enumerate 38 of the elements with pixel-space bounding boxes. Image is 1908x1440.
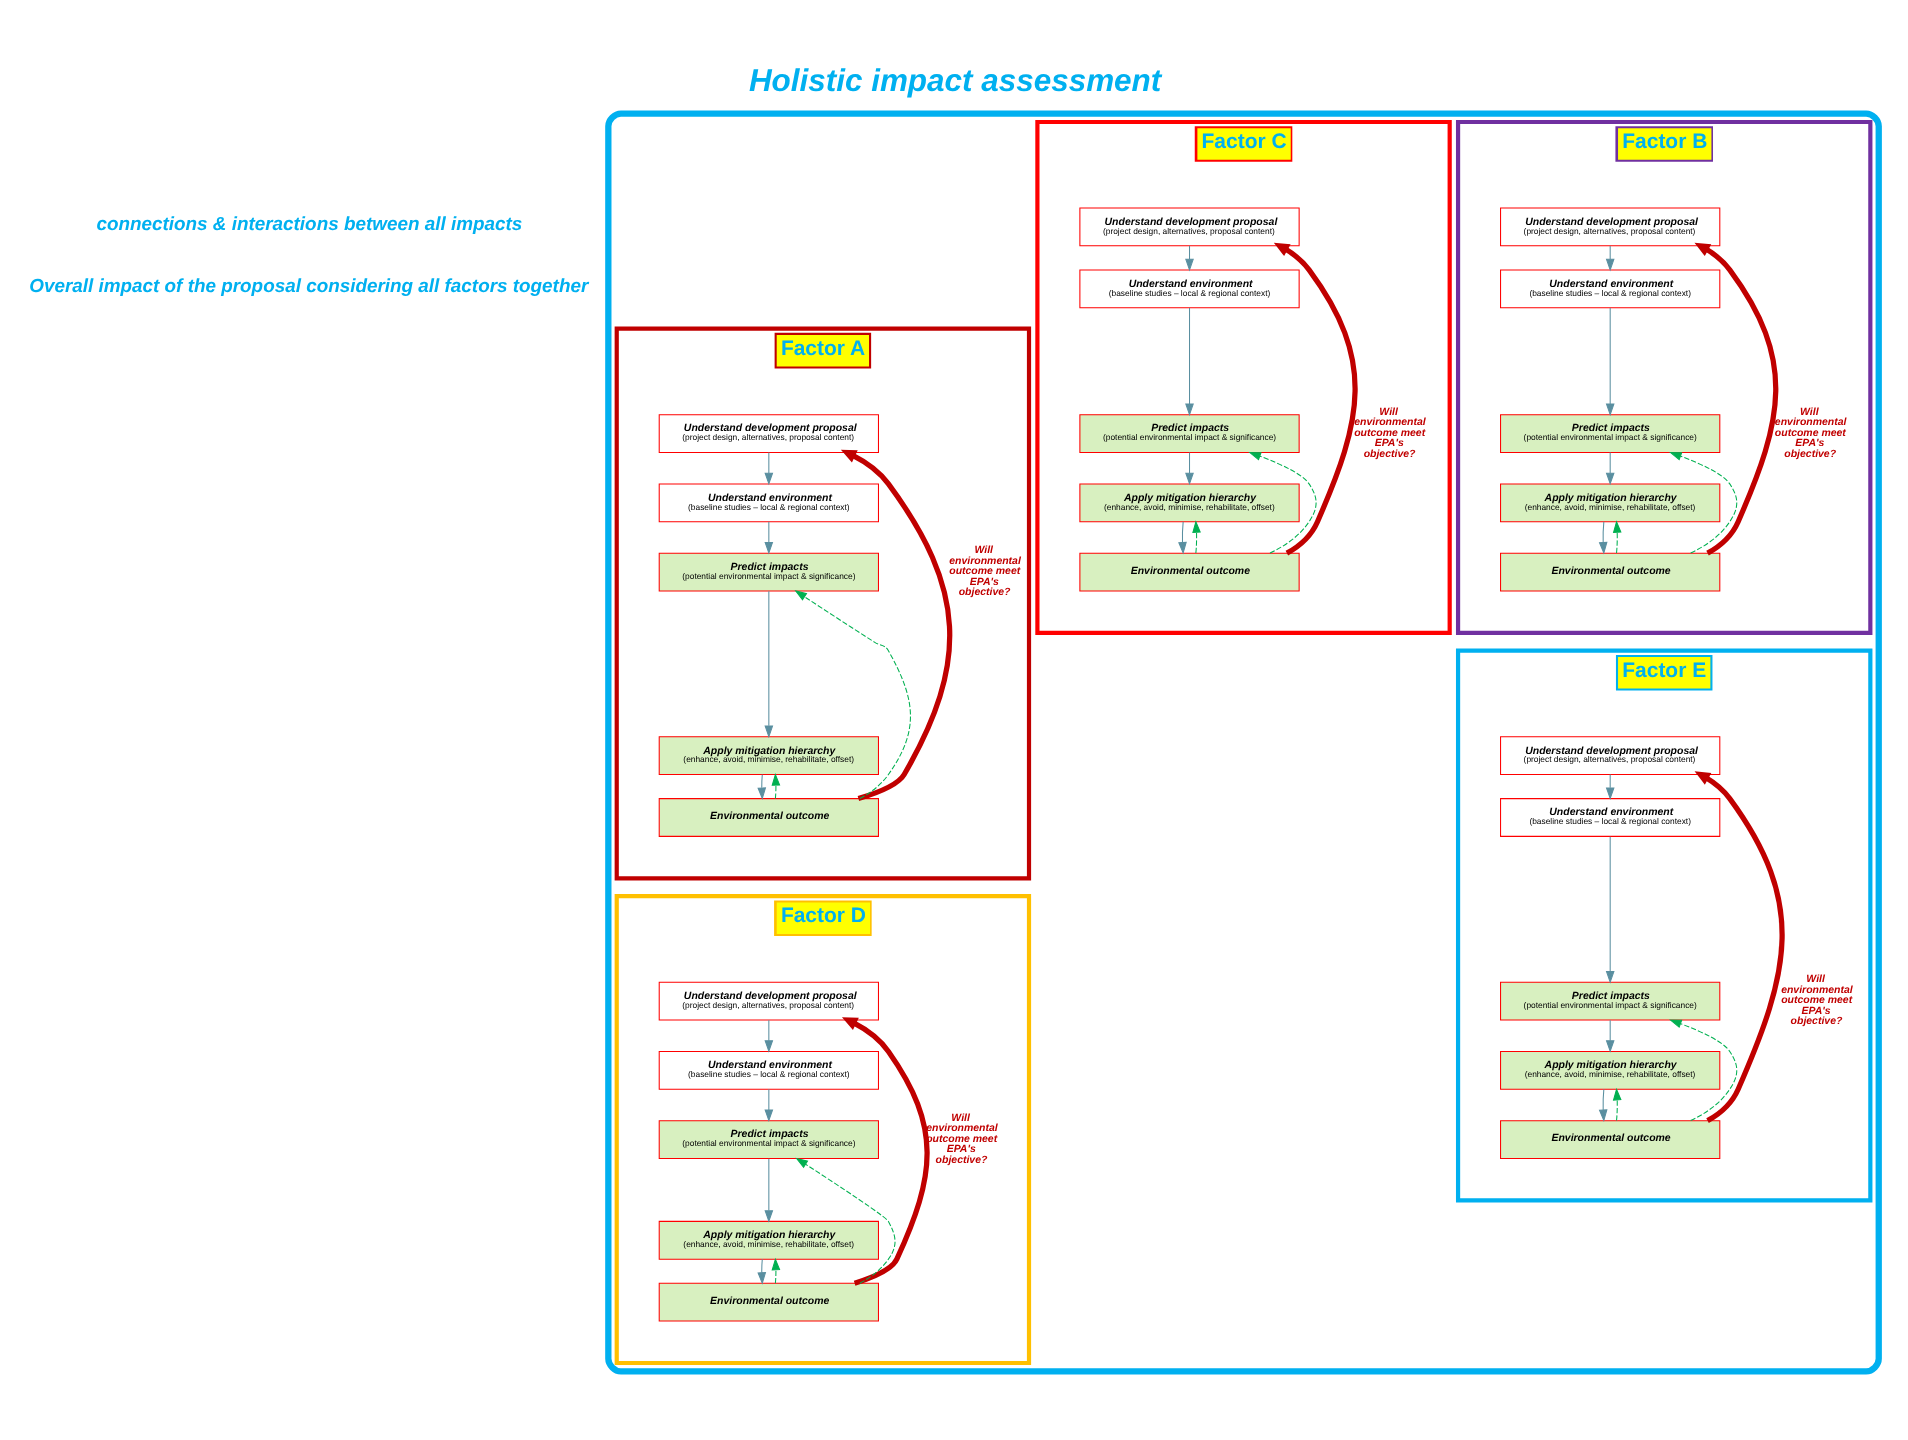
- arrow: [1612, 519, 1622, 553]
- arrow: [771, 772, 781, 799]
- arrow: [764, 589, 774, 738]
- arrow: [1605, 244, 1615, 271]
- arrow: [764, 1157, 774, 1222]
- arrow: [771, 1256, 781, 1283]
- arrow: [841, 1016, 930, 1285]
- arrow: [757, 773, 767, 800]
- arrow: [764, 1018, 774, 1052]
- arrow: [1605, 1018, 1615, 1052]
- arrow: [1669, 1018, 1738, 1121]
- arrow: [795, 1156, 896, 1283]
- arrow: [757, 1257, 767, 1284]
- arrow: [1669, 451, 1738, 553]
- arrow: [1605, 835, 1615, 983]
- arrow: [1185, 244, 1194, 271]
- arrow: [1598, 1087, 1608, 1122]
- arrow: [1185, 306, 1194, 416]
- arrow: [1185, 451, 1194, 485]
- arrow: [1248, 451, 1317, 553]
- arrow: [1598, 520, 1608, 554]
- diagram-title: Holistic impact assessment: [748, 63, 1162, 98]
- arrow: [1605, 451, 1615, 485]
- cluster: [605, 109, 1882, 1374]
- arrow: [1273, 241, 1358, 555]
- arrow: [1605, 306, 1615, 416]
- label: connections & interactions between all impacts: [96, 213, 523, 236]
- arrow: [764, 451, 774, 485]
- arrow: [1612, 1086, 1622, 1120]
- label: Overall impact of the proposal considering all factors together: [29, 275, 589, 298]
- arrow: [840, 448, 953, 801]
- arrow: [1178, 520, 1187, 554]
- arrow: [1694, 770, 1785, 1122]
- arrow: [794, 589, 911, 799]
- arrow: [764, 1087, 774, 1122]
- arrow: [1694, 241, 1779, 555]
- arrow: [1192, 519, 1201, 553]
- arrow: [764, 520, 774, 554]
